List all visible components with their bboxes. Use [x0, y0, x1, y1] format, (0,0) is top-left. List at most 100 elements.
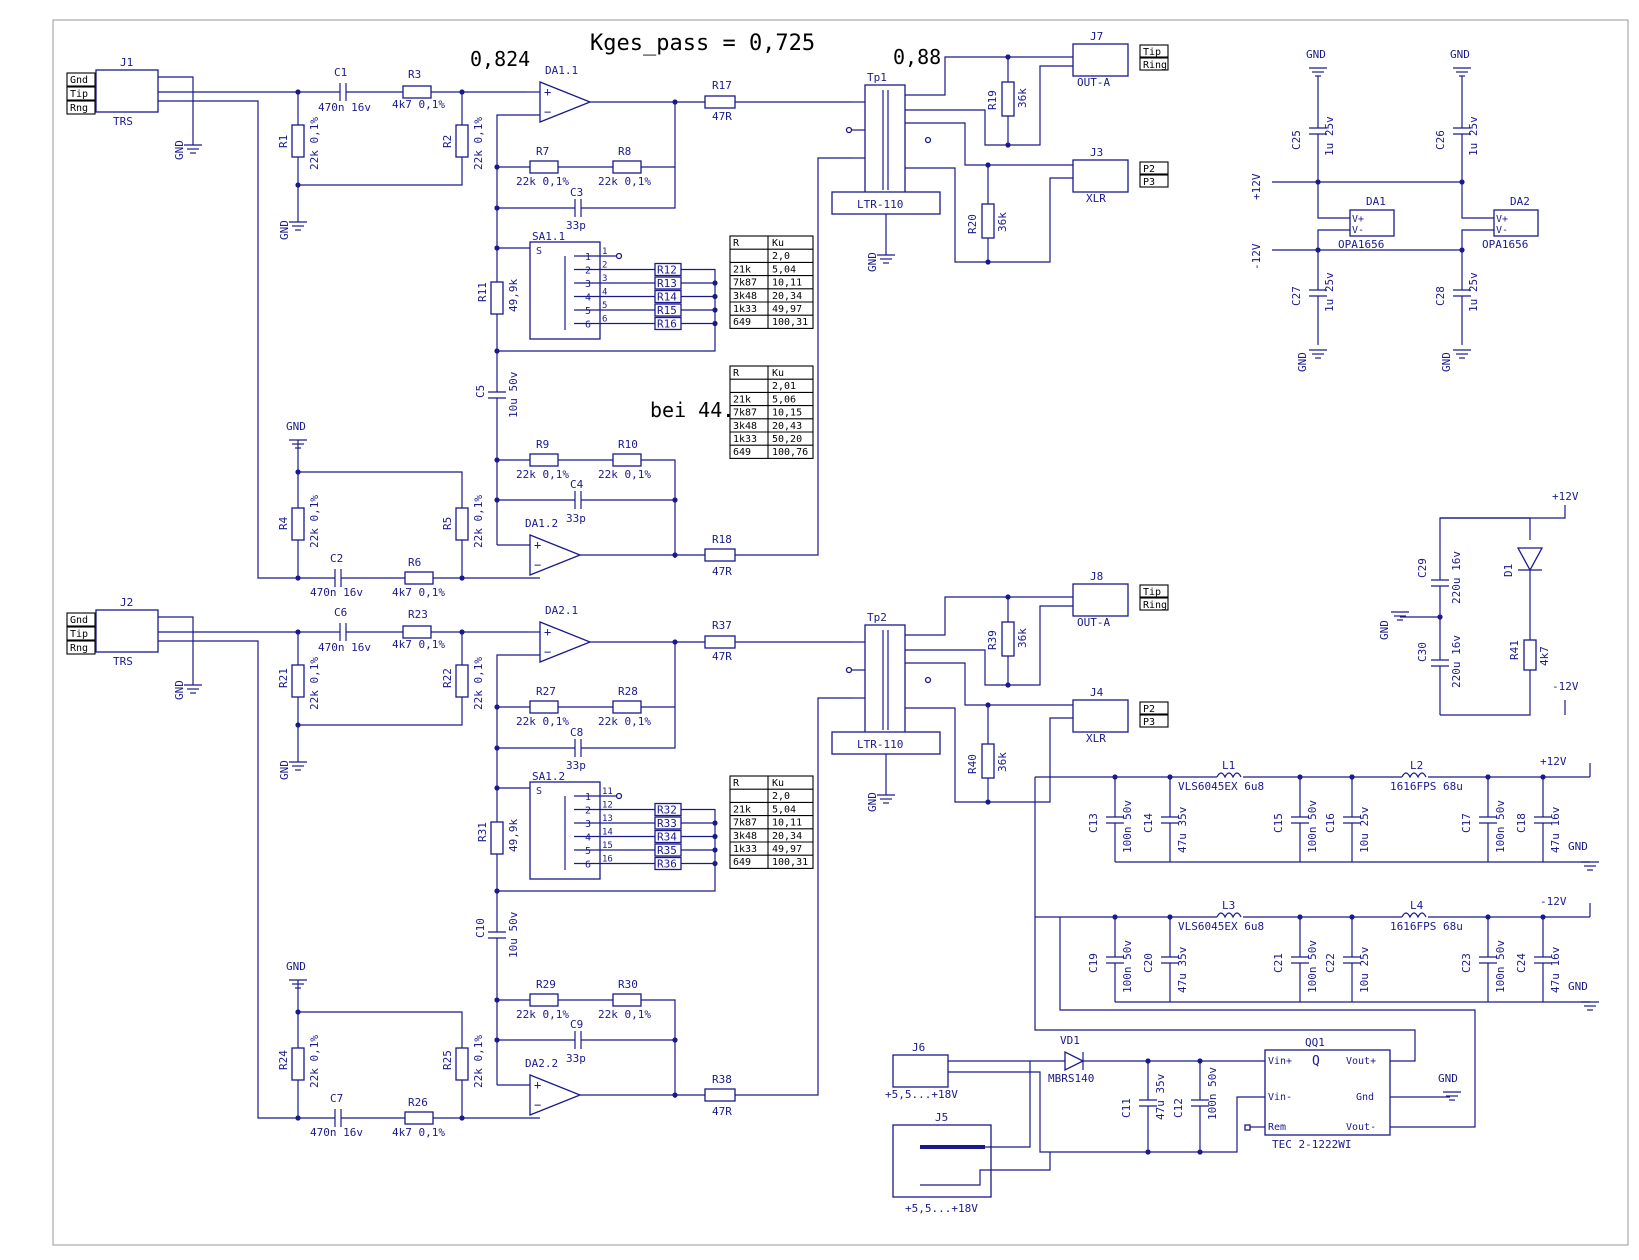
jack-ref: J2	[120, 596, 133, 609]
ref-label: R25	[441, 1050, 454, 1070]
table-cell: 649	[733, 857, 751, 868]
ref-label: R20	[966, 214, 979, 234]
pin-tag	[66, 612, 96, 627]
opamp-1	[539, 621, 592, 663]
dc-jack-body	[892, 1054, 949, 1088]
wire	[1461, 182, 1494, 219]
pin-tag-text: Tip	[1143, 47, 1161, 58]
junction-dot	[494, 888, 500, 894]
feedback-resistor	[529, 453, 559, 467]
ref-label: C2	[330, 552, 343, 565]
ref-label: R1	[277, 135, 290, 148]
value-label: 47u 35v	[1176, 946, 1189, 993]
junction-dot	[494, 457, 500, 463]
ref-label: C24	[1515, 953, 1528, 973]
junction-dot	[494, 164, 500, 170]
wire	[1317, 182, 1350, 219]
ref-label: R27	[536, 685, 556, 698]
ref-label: C9	[570, 1018, 583, 1031]
table-cell: 7k87	[733, 818, 757, 829]
shunt-resistor	[455, 507, 469, 541]
inductor	[1401, 912, 1427, 919]
junction-dot	[985, 259, 991, 265]
table-header: R	[733, 368, 740, 379]
gain-stage-label: 0,824	[470, 47, 530, 71]
opamp-2	[529, 1074, 582, 1116]
table-cell: 2,0	[772, 251, 790, 262]
pin-label: V-	[1496, 225, 1508, 236]
switch-position: 3	[585, 819, 591, 830]
jack-ref: J7	[1090, 30, 1103, 43]
ref-label: C29	[1416, 558, 1429, 578]
gnd-label: GND	[173, 140, 186, 160]
wire	[735, 157, 852, 556]
pin-tag-text: Gnd	[70, 75, 88, 86]
junction-dot	[672, 1037, 678, 1043]
value-label: 49,9k	[507, 819, 520, 852]
ref-label: R39	[986, 630, 999, 650]
value-label: 220u 16v	[1450, 551, 1463, 604]
pin-label: Gnd	[1356, 1092, 1374, 1103]
ref-label: Tp2	[867, 611, 887, 624]
nc-pin	[924, 136, 932, 144]
switch-ref: SA1.2	[532, 770, 565, 783]
pin-tag	[1139, 714, 1169, 728]
ref-label: C5	[474, 385, 487, 398]
ref-label: C21	[1272, 953, 1285, 973]
opamp-minus-sign: −	[544, 645, 551, 659]
rail-label: -12V	[1250, 243, 1263, 270]
ref-label: DA1.2	[525, 517, 558, 530]
ref-label: C8	[570, 726, 583, 739]
ref-label: C19	[1087, 953, 1100, 973]
ground-symbol	[1309, 349, 1327, 359]
ref-label: QQ1	[1305, 1036, 1325, 1049]
ref-label: L4	[1410, 899, 1424, 912]
opamp-plus-sign: +	[544, 625, 551, 639]
pin-tag	[66, 100, 96, 115]
wire	[905, 65, 1073, 146]
junction-dot	[494, 497, 500, 503]
tap-ref: R15	[657, 304, 677, 317]
ground-symbol	[877, 254, 895, 264]
dcdc-symbol: Q	[1312, 1054, 1320, 1069]
transformer-body	[864, 624, 906, 736]
junction-dot	[1005, 54, 1011, 60]
ref-label: C23	[1460, 953, 1473, 973]
sheet-border	[52, 19, 1629, 1246]
nc-pin	[1244, 1124, 1251, 1131]
shunt-resistor	[455, 664, 469, 698]
switch-position: 3	[585, 279, 591, 290]
led-resistor	[1523, 639, 1537, 671]
ground-symbol	[184, 144, 202, 154]
dcdc-module-body	[1264, 1049, 1391, 1136]
table-cell: 7k87	[733, 408, 757, 419]
ref-label: R38	[712, 1073, 732, 1086]
junction-dot	[985, 162, 991, 168]
gnd-label: GND	[278, 220, 291, 240]
table-cell: 20,34	[772, 831, 802, 842]
gnd-label: GND	[1296, 352, 1309, 372]
shunt-resistor	[291, 664, 305, 698]
ref-label: Tp1	[867, 71, 887, 84]
wire	[1034, 777, 1416, 1052]
switch-pin: 3	[602, 274, 607, 284]
pin-tag	[66, 626, 96, 641]
pin-tag-text: Rng	[70, 103, 88, 114]
wire	[496, 654, 540, 748]
ref-label: C20	[1142, 953, 1155, 973]
pin-tag	[1139, 57, 1169, 71]
wire	[497, 809, 716, 892]
ref-label: C13	[1087, 813, 1100, 833]
value-label: 4k7 0,1%	[392, 586, 445, 599]
value-label: 22k 0,1%	[598, 175, 651, 188]
wire	[985, 1061, 1031, 1148]
jack-ref: J8	[1090, 570, 1103, 583]
switch-position: 6	[585, 320, 591, 331]
ground-symbol	[1453, 67, 1471, 77]
junction-dot	[672, 497, 678, 503]
value-label: 22k 0,1%	[472, 495, 485, 548]
